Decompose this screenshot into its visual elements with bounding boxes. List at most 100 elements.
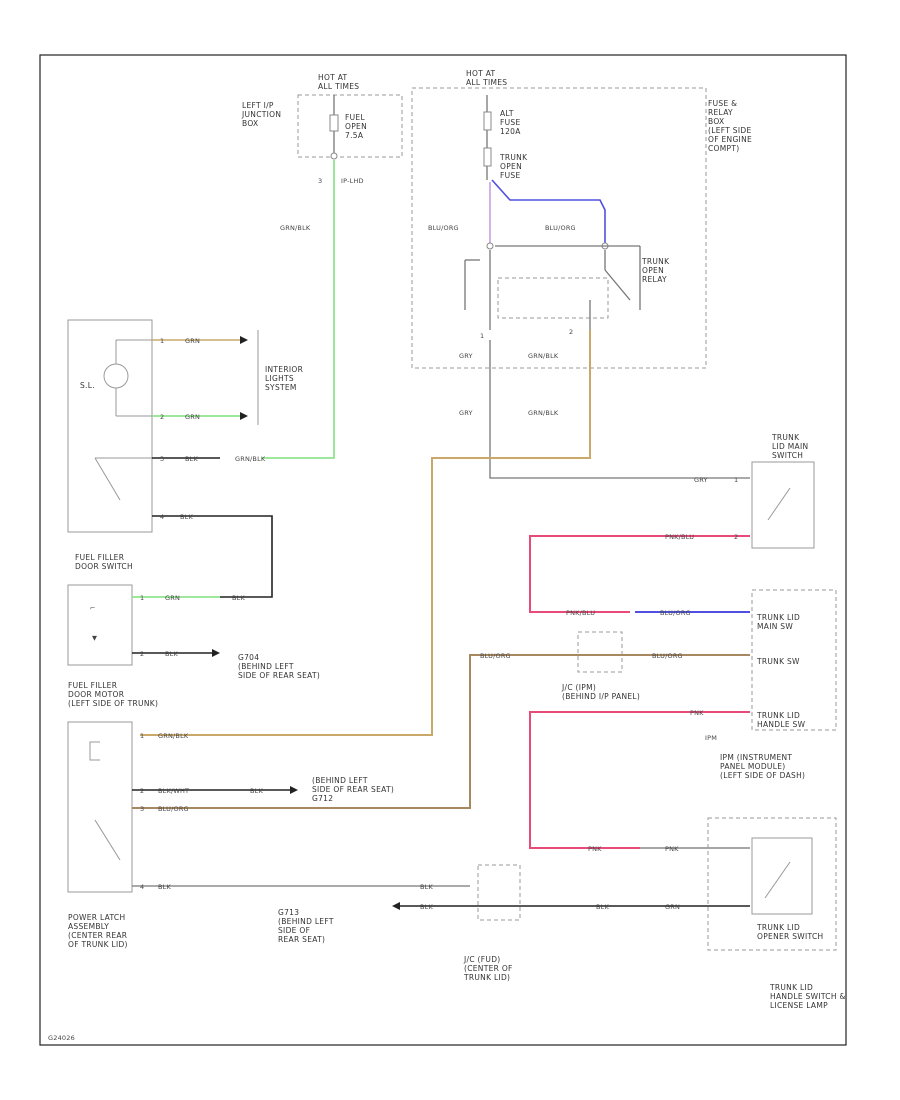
pin-number: 1 <box>160 337 164 345</box>
wire-label-blu-org: BLU/ORG <box>652 652 683 660</box>
green-wire <box>262 160 335 459</box>
blue-wire <box>491 179 606 245</box>
pin-number: 2 <box>140 787 144 795</box>
trunk-lid-opener-switch <box>751 837 813 915</box>
relay-switch-contact <box>604 269 631 301</box>
wire-label-pnk-blu: PNK/BLU <box>566 609 595 617</box>
wire-label-blu-org: BLU/ORG <box>158 805 189 813</box>
connector-id-label: IP-LHD <box>341 177 364 185</box>
pin-number: 2 <box>569 328 573 336</box>
wire-label-grn-blk: GRN/BLK <box>235 455 266 463</box>
pin-number: 3 <box>160 455 164 463</box>
wire-label-gry: GRY <box>459 352 473 360</box>
wire-label-blk: BLK <box>420 883 433 891</box>
pink-wire <box>529 535 750 613</box>
switch-contact <box>94 457 121 501</box>
brown-wire <box>132 654 570 809</box>
pin-number: 4 <box>160 513 164 521</box>
wire-label-grn-blk: GRN/BLK <box>528 352 559 360</box>
pin-number: 1 <box>480 332 484 340</box>
jc-fud-box <box>477 864 521 921</box>
wire-label-blu-org: BLU/ORG <box>428 224 459 232</box>
gray-wire <box>489 340 750 479</box>
wire-label-blu-org: BLU/ORG <box>545 224 576 232</box>
wire-label-blk: BLK <box>250 787 263 795</box>
wire-label-grn-blk: GRN/BLK <box>158 732 189 740</box>
connector-pin <box>330 152 338 160</box>
ground-symbol-icon: ▼ <box>92 634 97 642</box>
wire-label-blk: BLK <box>180 513 193 521</box>
pin-number: 4 <box>140 883 144 891</box>
jc-ipm-label: J/C (IPM)(BEHIND I/P PANEL) <box>561 683 640 701</box>
wire-label-blk: BLK <box>158 883 171 891</box>
wire-label-blk: BLK <box>420 903 433 911</box>
pin-number: 1 <box>734 476 738 484</box>
wire-label-blk: BLK <box>232 594 245 602</box>
tan-wire <box>140 330 591 736</box>
pin-number: 3 <box>140 805 144 813</box>
diagram-id-code: G24026 <box>48 1034 75 1042</box>
pin-number: 2 <box>734 533 738 541</box>
pin-number: 1 <box>140 594 144 602</box>
trunk-lid-main-switch <box>751 461 815 549</box>
wire-label-blu-org: BLU/ORG <box>660 609 691 617</box>
switch-contact <box>94 819 121 861</box>
ipm-label: IPM <box>705 734 717 742</box>
switch-icon: ⌐ <box>90 604 96 612</box>
wire-label-blk: BLK <box>165 650 178 658</box>
trunk-sw-label: TRUNK SW <box>756 657 800 666</box>
wire-label-pnk: PNK <box>588 845 602 853</box>
wire-label-pnk-blu: PNK/BLU <box>665 533 694 541</box>
wire-label-grn: GRN <box>665 903 680 911</box>
wire-label-gry: GRY <box>459 409 473 417</box>
wire-label-gry: GRY <box>694 476 708 484</box>
pink-wire <box>529 711 750 849</box>
wire-label-grn: GRN <box>185 337 200 345</box>
pin-number: 2 <box>140 650 144 658</box>
wire-label-grn-blk: GRN/BLK <box>528 409 559 417</box>
wire-label-blu-org: BLU/ORG <box>480 652 511 660</box>
black-wire <box>152 515 273 598</box>
sl-label: S.L. <box>80 381 95 390</box>
trunk-lid-opener-box <box>707 817 837 951</box>
lamp-icon <box>103 363 129 389</box>
pin-number: 1 <box>140 732 144 740</box>
diagram-frame <box>39 54 847 1046</box>
fuel-filler-door-motor <box>67 721 133 893</box>
pin-number: 2 <box>160 413 164 421</box>
wire-label-blk: BLK <box>596 903 609 911</box>
wire-label-grn-blk: GRN/BLK <box>280 224 311 232</box>
wire-label-blk: BLK <box>185 455 198 463</box>
pin-number: 3 <box>318 177 322 185</box>
ipm-box <box>751 589 837 731</box>
wire-label-blk-wht: BLK/WHT <box>158 787 189 795</box>
sl-component: S.L. <box>67 319 153 533</box>
